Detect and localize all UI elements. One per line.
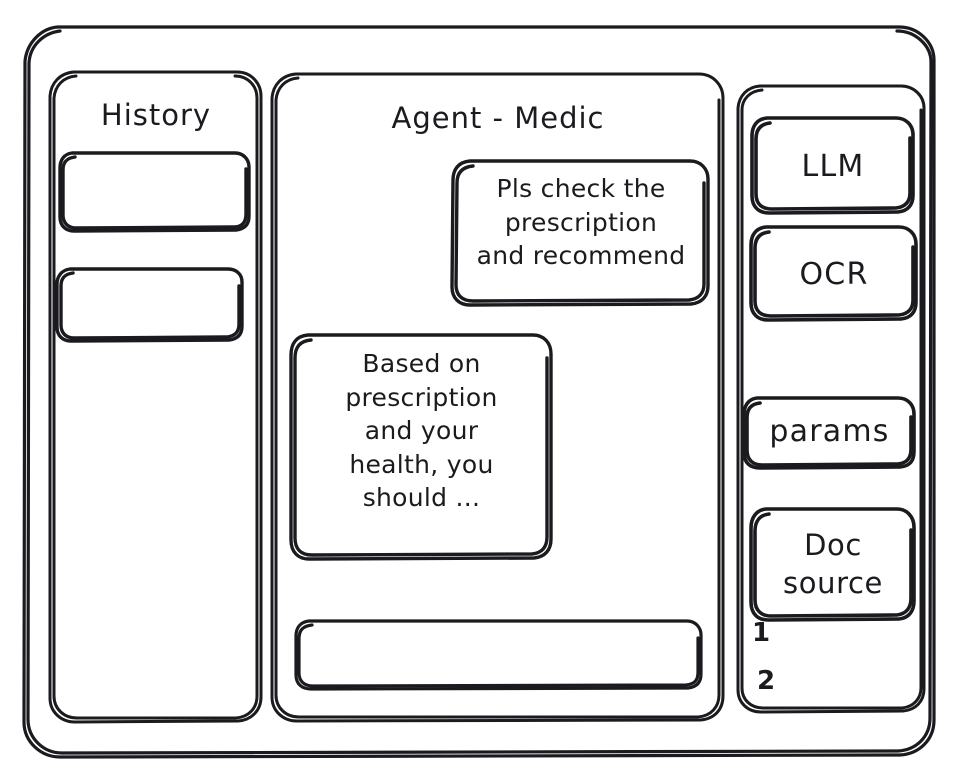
- tool-ocr-button[interactable]: OCR: [799, 257, 869, 292]
- tool-doc-source-button[interactable]: Doc source: [783, 528, 883, 600]
- history-item-1[interactable]: [60, 153, 250, 232]
- doc-source-item-1[interactable]: 1: [752, 618, 771, 648]
- tool-llm-button[interactable]: LLM: [801, 149, 865, 184]
- tool-params-button[interactable]: params: [769, 414, 890, 449]
- history-item-2[interactable]: [57, 269, 243, 342]
- assistant-message-bubble[interactable]: Based on prescription and your health, y…: [345, 349, 498, 512]
- doc-source-item-2[interactable]: 2: [757, 666, 776, 696]
- history-panel-title: History: [100, 98, 212, 132]
- agent-panel-title: Agent - Medic: [391, 101, 605, 135]
- user-message-bubble[interactable]: Pls check the prescription and recommend: [476, 174, 686, 270]
